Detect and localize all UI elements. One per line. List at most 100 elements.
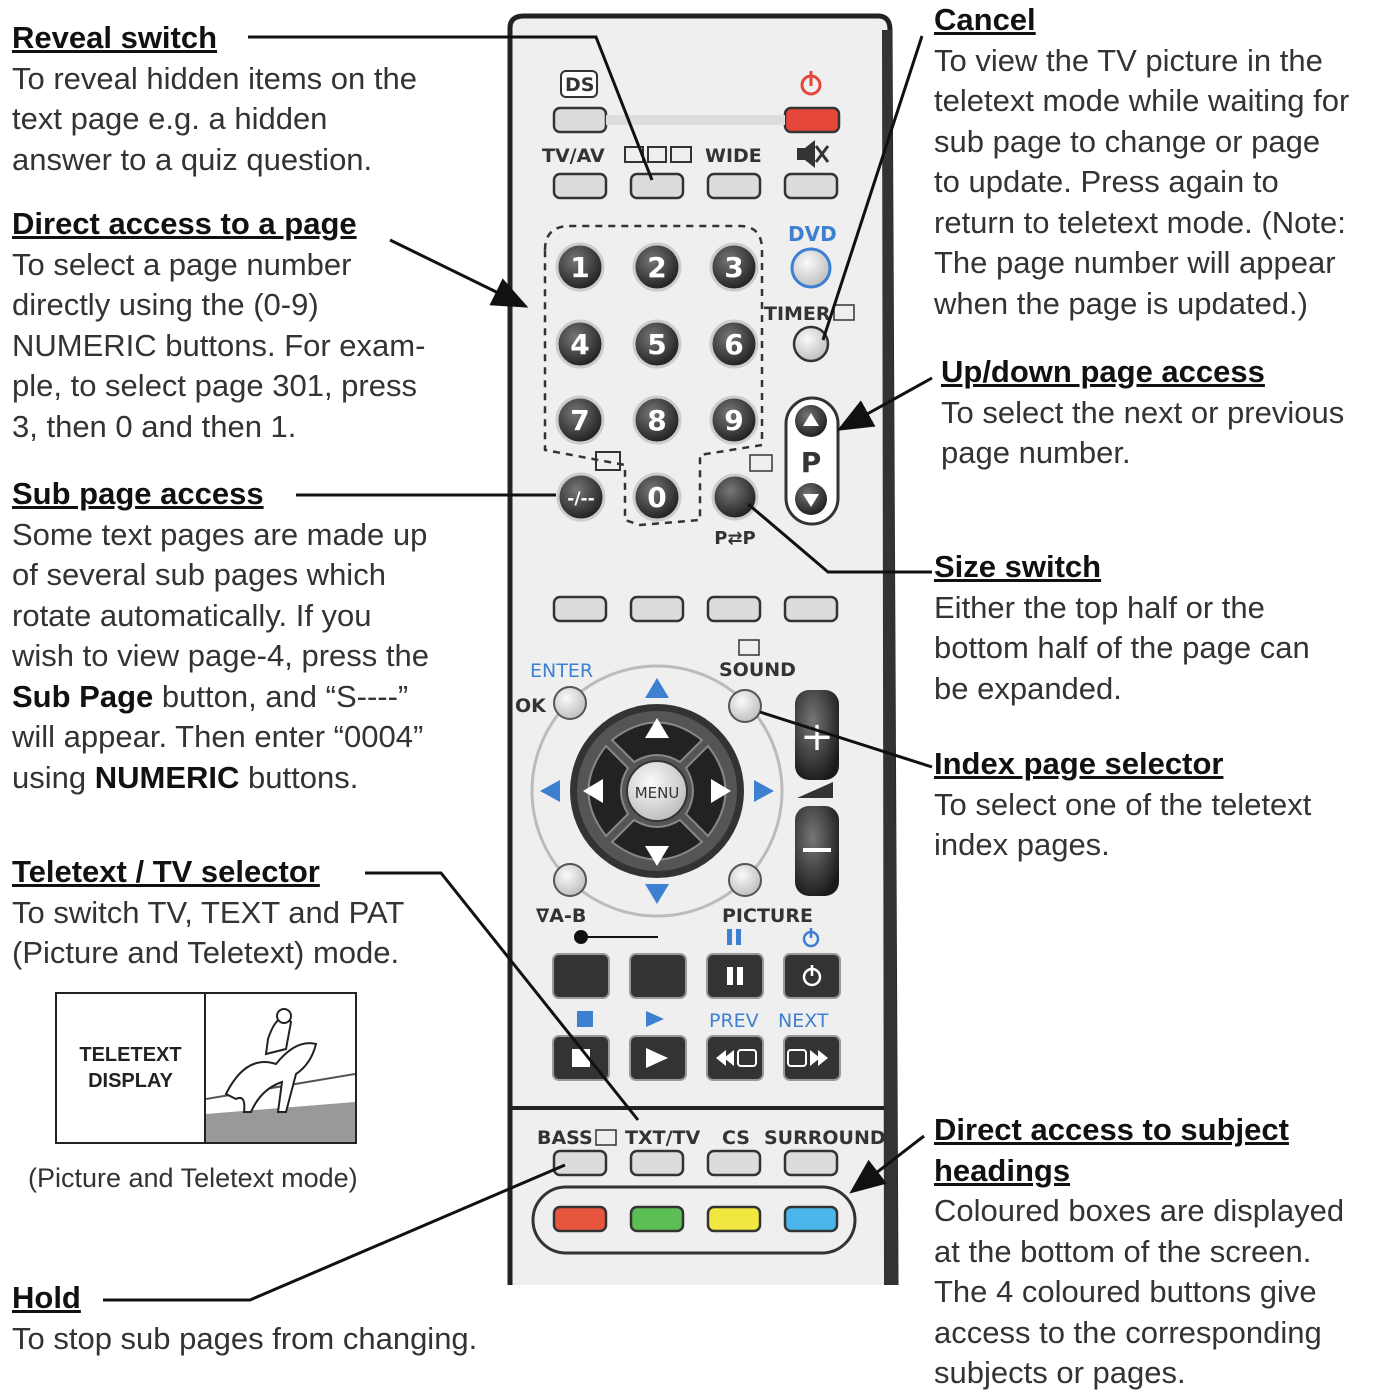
digit-9-button[interactable] [709, 395, 759, 445]
rewind-icon [716, 1050, 734, 1066]
subpage-label: -/-- [567, 489, 594, 509]
index-line: To select one of the teletext [934, 786, 1312, 822]
cancel-button[interactable] [792, 325, 830, 363]
txttv-label: TXT/TV [625, 1127, 700, 1149]
up-arrow-icon [803, 413, 819, 426]
media-button-1[interactable] [552, 953, 610, 999]
teletext-display-panel: TELETEXT DISPLAY [57, 994, 206, 1142]
grey-button-4[interactable] [783, 595, 839, 623]
subpage-heading: Sub page access [12, 476, 264, 511]
ds-button[interactable] [552, 106, 608, 134]
dpad-left-button[interactable] [587, 744, 630, 838]
size-button[interactable] [711, 473, 759, 521]
digit-6-button[interactable] [709, 319, 759, 369]
cancel-line: teletext mode while waiting for [934, 83, 1350, 118]
left-icon [583, 779, 603, 803]
direct-page-line: directly using the (0-9) [12, 287, 319, 322]
hold-icon [595, 1129, 617, 1146]
txttv-button[interactable] [629, 1149, 685, 1177]
tvav-button[interactable] [552, 172, 608, 200]
digit-2-button[interactable] [632, 242, 682, 292]
enter-label: ENTER [530, 660, 593, 682]
pause-icon [727, 967, 743, 985]
leader-lines [103, 35, 933, 1302]
digit-1-label: 1 [570, 251, 589, 284]
grey-button-3[interactable] [706, 595, 762, 623]
direct-page-line: 3, then 0 and then 1. [12, 408, 297, 444]
hold-heading: Hold [12, 1280, 81, 1315]
picture-button[interactable] [728, 863, 762, 897]
updown-caption: Up/down page access To select the next o… [941, 352, 1390, 474]
reveal-line: answer to a quiz question. [12, 141, 373, 177]
digit-0-button[interactable] [632, 472, 682, 522]
digit-7-button[interactable] [555, 395, 605, 445]
reveal-button[interactable] [629, 172, 685, 200]
dpad-right-button[interactable] [684, 744, 727, 838]
digit-8-button[interactable] [632, 395, 682, 445]
digit-5-button[interactable] [632, 319, 682, 369]
sound-label: SOUND [719, 659, 796, 681]
size-line: be expanded. [934, 670, 1122, 706]
cancel-line: to update. Press again to [934, 164, 1279, 199]
blue-pause-icon [727, 929, 741, 945]
index-leader [759, 710, 933, 769]
media-button-2[interactable] [629, 953, 687, 999]
digit-1-button[interactable] [555, 242, 605, 292]
prev-label: PREV [709, 1010, 759, 1032]
reveal-heading: Reveal switch [12, 20, 218, 55]
subpage-line: using NUMERIC buttons. [12, 759, 359, 795]
mute-button[interactable] [783, 172, 839, 200]
digit-4-button[interactable] [555, 319, 605, 369]
cancel-line: sub page to change or page [934, 123, 1321, 159]
direct-page-line: ple, to select page 301, press [12, 368, 417, 403]
size-caption: Size switch Either the top half or the b… [934, 547, 1390, 709]
color-buttons-outline [531, 1185, 857, 1255]
blue-down-icon [645, 884, 669, 904]
index-button[interactable] [728, 689, 762, 723]
blue-play-icon [646, 1011, 664, 1027]
digit-9-label: 9 [724, 404, 743, 437]
hold-button[interactable] [552, 1149, 608, 1177]
grey-button-1[interactable] [552, 595, 608, 623]
subject-line: Coloured boxes are displayed [934, 1193, 1345, 1228]
green-button[interactable] [629, 1205, 685, 1233]
pause-button[interactable] [706, 953, 764, 999]
prev-button[interactable] [706, 1035, 764, 1081]
subject-line: subjects or pages. [934, 1355, 1186, 1390]
camera-icon [595, 451, 621, 471]
reveal-leader [248, 35, 654, 181]
grey-button-2[interactable] [629, 595, 685, 623]
cs-button[interactable] [706, 1149, 762, 1177]
dvd-button[interactable] [790, 247, 832, 289]
volume-ramp-icon [797, 782, 833, 798]
nav-ring [530, 664, 784, 918]
standby-icon [802, 965, 822, 987]
ok-button[interactable] [553, 686, 587, 720]
power-button[interactable] [783, 106, 841, 134]
ab-button[interactable] [553, 863, 587, 897]
yellow-button[interactable] [706, 1205, 762, 1233]
subpage-button[interactable] [556, 472, 606, 522]
teletext-leader [365, 871, 640, 1121]
digit-buttons [555, 242, 759, 522]
red-button[interactable] [552, 1205, 608, 1233]
dpad-down-button[interactable] [610, 818, 704, 861]
subpage-caption: Sub page access Some text pages are made… [12, 474, 492, 798]
numeric-group-outline [543, 224, 764, 527]
blue-button[interactable] [783, 1205, 839, 1233]
wide-button[interactable] [706, 172, 762, 200]
dpad-up-button[interactable] [610, 721, 704, 764]
plus-icon: + [800, 714, 834, 760]
ex-icon [833, 304, 855, 321]
updown-line: To select the next or previous [941, 394, 1345, 430]
menu-button[interactable] [626, 760, 688, 822]
remote-body [507, 13, 899, 1286]
surround-button[interactable] [783, 1149, 839, 1177]
fast-forward-icon [810, 1050, 828, 1066]
volume-up-button[interactable] [795, 690, 839, 780]
subject-line: at the bottom of the screen. [934, 1233, 1312, 1269]
picture-label: PICTURE [722, 905, 813, 927]
digit-3-button[interactable] [709, 242, 759, 292]
menu-label: MENU [635, 784, 680, 802]
cancel-line: To view the TV picture in the [934, 42, 1323, 78]
